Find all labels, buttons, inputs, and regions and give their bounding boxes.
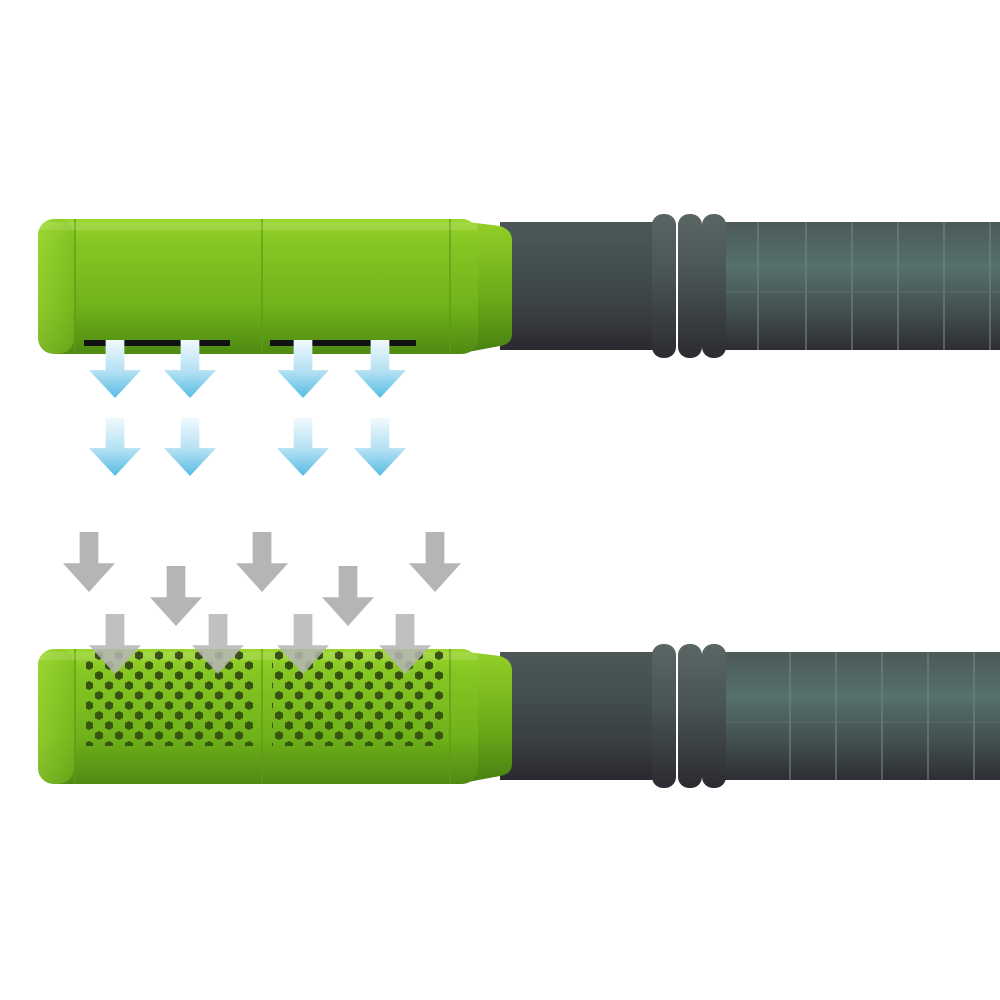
exhaust-down-arrow-icon — [89, 340, 141, 398]
top-hose-cuff — [652, 214, 726, 358]
bottom-collar — [468, 652, 512, 782]
bottom-hose — [500, 644, 1000, 788]
top-collar — [468, 222, 512, 352]
bottom-hose-assembly — [38, 644, 1000, 788]
bottom-hose-cuff — [652, 644, 726, 788]
intake-down-arrow-icon — [150, 566, 202, 626]
intake-down-arrow-icon — [63, 532, 115, 592]
intake-arrows — [63, 532, 461, 674]
exhaust-down-arrow-icon — [89, 418, 141, 476]
top-hose-ribs — [720, 222, 1000, 350]
intake-down-arrow-icon — [379, 614, 431, 674]
exhaust-arrows — [89, 340, 406, 476]
top-hose-assembly — [38, 214, 1000, 358]
intake-down-arrow-icon — [322, 566, 374, 626]
exhaust-down-arrow-icon — [277, 340, 329, 398]
exhaust-down-arrow-icon — [354, 418, 406, 476]
intake-down-arrow-icon — [89, 614, 141, 674]
bottom-hose-ribs — [720, 652, 1000, 780]
intake-down-arrow-icon — [409, 532, 461, 592]
exhaust-down-arrow-icon — [354, 340, 406, 398]
exhaust-down-arrow-icon — [277, 418, 329, 476]
top-vent-slots — [84, 340, 416, 346]
intake-down-arrow-icon — [192, 614, 244, 674]
top-hose — [500, 214, 1000, 358]
intake-down-arrow-icon — [277, 614, 329, 674]
exhaust-down-arrow-icon — [164, 418, 216, 476]
intake-down-arrow-icon — [236, 532, 288, 592]
top-green-cylinder — [38, 219, 478, 354]
exhaust-down-arrow-icon — [164, 340, 216, 398]
